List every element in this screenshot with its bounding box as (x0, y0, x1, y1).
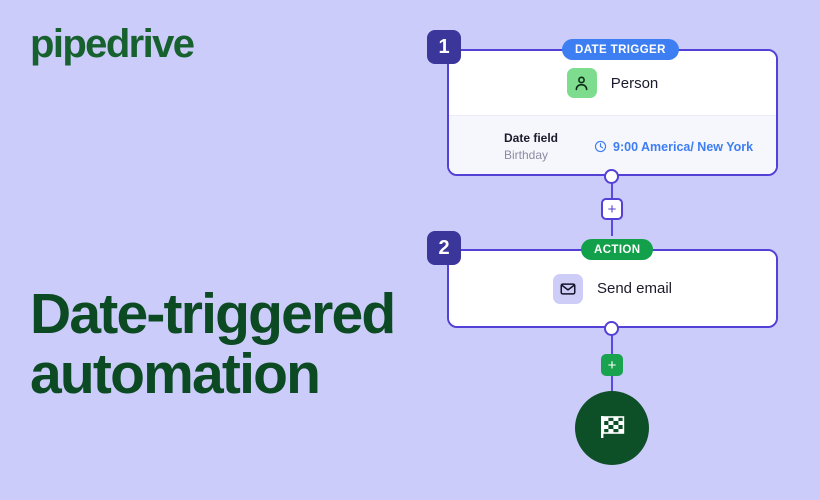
add-step-button-1[interactable]: + (601, 198, 623, 220)
flow-card-step-2-label: Send email (596, 280, 673, 297)
connector-junction-step1 (604, 169, 619, 184)
trigger-time-text: 9:00 America/ New York (613, 139, 754, 154)
step-type-pill-trigger: DATE TRIGGER (562, 39, 679, 60)
flow-card-step-1[interactable]: Person Date field Birthday 9:00 America/… (447, 49, 778, 176)
checkered-flag-icon (594, 408, 630, 449)
envelope-icon (552, 273, 583, 304)
flow-card-step-2-body: Send email (449, 251, 776, 326)
pipedrive-logo: pipedrive (30, 22, 195, 66)
step-type-pill-action: ACTION (581, 239, 654, 260)
page-headline: Date-triggered automation (30, 282, 396, 407)
connector-junction-step2 (604, 321, 619, 336)
date-field-value: Birthday (504, 147, 549, 162)
flow-card-step-1-label: Person (610, 74, 659, 92)
trigger-time-chip: 9:00 America/ New York (594, 140, 753, 154)
clock-icon (594, 140, 607, 153)
flow-card-step-1-details: Date field Birthday 9:00 America/ New Yo… (449, 115, 776, 174)
add-step-button-2[interactable]: + (601, 354, 623, 376)
date-field-name: Date field (504, 131, 559, 146)
automation-flow-diagram: + + Person Date field Birthday (420, 0, 820, 500)
person-icon (566, 68, 597, 98)
flow-finish-node[interactable] (575, 391, 649, 465)
flow-card-step-1-body: Person (449, 51, 776, 115)
step-number-badge-2: 2 (427, 231, 461, 265)
date-field-block: Date field Birthday (504, 130, 582, 162)
flow-card-step-2[interactable]: Send email (447, 249, 778, 328)
step-number-badge-1: 1 (427, 30, 461, 64)
